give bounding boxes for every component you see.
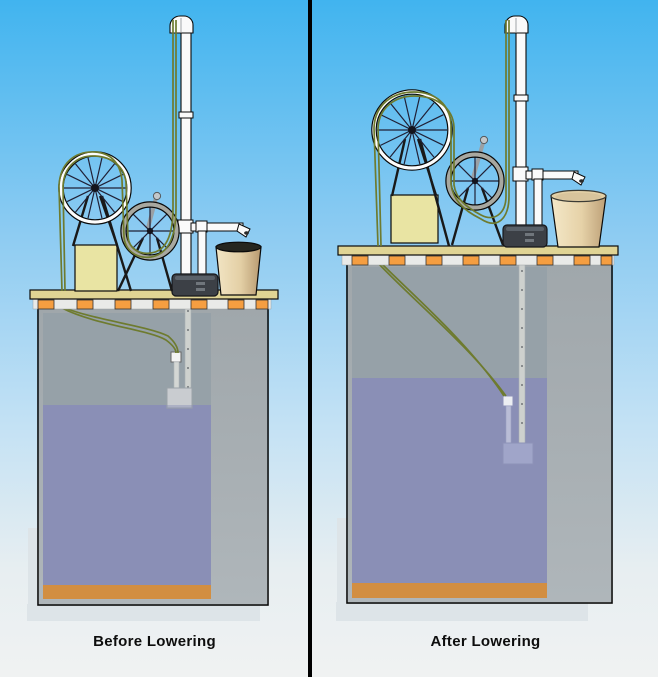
table-top: [29, 289, 279, 300]
flywheel-hub: [408, 126, 416, 134]
floor-shadow-side: [337, 518, 347, 604]
crank-wheel-hub: [146, 227, 154, 235]
spout-tip: [571, 171, 586, 186]
pump-vent-slot: [196, 288, 205, 291]
return-pipe: [197, 230, 207, 277]
panel-after-lowering: After Lowering: [313, 0, 658, 677]
flywheel-hub: [91, 184, 99, 192]
table-joists: [37, 299, 269, 310]
panel-divider-line: [308, 0, 312, 677]
foot-valve-waterline: [167, 405, 192, 408]
flywheel-leg: [418, 138, 451, 247]
drive-cable-lower: [61, 307, 179, 354]
floor-shadow: [336, 602, 588, 621]
pump-base: [171, 273, 219, 297]
pipe-coupling: [513, 94, 529, 102]
crank-handle-knob: [479, 135, 489, 145]
bucket: [550, 189, 607, 248]
table-top: [337, 245, 619, 256]
crank-wheel: [445, 135, 505, 246]
drive-cable-upper: [58, 20, 177, 292]
crank-wheel-rim: [446, 152, 504, 210]
table-joists: [351, 255, 613, 266]
cable-connector: [170, 351, 182, 363]
riser-pipe: [504, 15, 586, 231]
yellow-crate: [74, 244, 118, 292]
bucket-interior: [555, 192, 602, 201]
pipe-coupling: [178, 111, 194, 119]
pump-base-highlight: [175, 276, 215, 280]
riser-pipe: [169, 15, 251, 279]
cable-connector: [502, 395, 514, 407]
storage-tank: [346, 261, 613, 604]
return-pipe: [533, 178, 543, 228]
well-string: [502, 255, 534, 465]
sediment-layer: [43, 585, 211, 599]
floor-shadow-side: [28, 528, 38, 606]
water: [352, 378, 547, 583]
spout-opening: [579, 179, 584, 183]
before-illustration: [27, 15, 279, 621]
drop-pipe: [518, 255, 526, 444]
spout-elbow: [531, 168, 544, 181]
spout-tip: [236, 223, 251, 238]
panel-before-lowering: Before Lowering: [0, 0, 309, 677]
crank-wheel-hub: [471, 177, 479, 185]
caption-before: Before Lowering: [93, 633, 216, 650]
crank-wheel-leg: [155, 237, 174, 292]
well-string: [166, 297, 193, 409]
after-illustration: [336, 15, 619, 621]
table: [29, 289, 279, 310]
bucket-body: [550, 195, 607, 248]
flywheel-rim: [59, 152, 131, 224]
yellow-crate: [390, 194, 439, 244]
crank-wheel-leg: [116, 237, 145, 292]
bucket-opening: [215, 241, 262, 253]
bucket: [215, 241, 262, 296]
storage-tank: [37, 307, 269, 606]
riser-pipe-body: [180, 22, 192, 279]
bucket-body: [215, 246, 262, 296]
pump-vent-slot: [196, 282, 205, 285]
sediment-layer: [352, 583, 547, 598]
tank-air-space: [352, 267, 547, 378]
spout-opening: [244, 231, 249, 235]
table: [337, 245, 619, 266]
drive-cable-upper: [373, 20, 510, 247]
crank-handle-knob: [152, 191, 162, 201]
crank-wheel-leg: [450, 187, 470, 246]
caption-after: After Lowering: [430, 633, 541, 650]
water: [43, 405, 211, 585]
valve-stem-pipe: [173, 361, 180, 390]
riser-pipe-body: [515, 22, 527, 231]
valve-stem-pipe: [505, 405, 512, 444]
pump-vent-slot: [525, 239, 534, 242]
crank-wheel-leg: [480, 187, 505, 246]
floor-shadow: [27, 604, 260, 621]
drive-cable-lower: [377, 262, 507, 397]
foot-valve: [166, 387, 193, 409]
spout-elbow: [195, 220, 208, 233]
pump-base: [502, 224, 548, 248]
foot-valve: [502, 442, 534, 465]
pump-vent-slot: [525, 233, 534, 236]
pump-base-highlight: [506, 227, 544, 231]
